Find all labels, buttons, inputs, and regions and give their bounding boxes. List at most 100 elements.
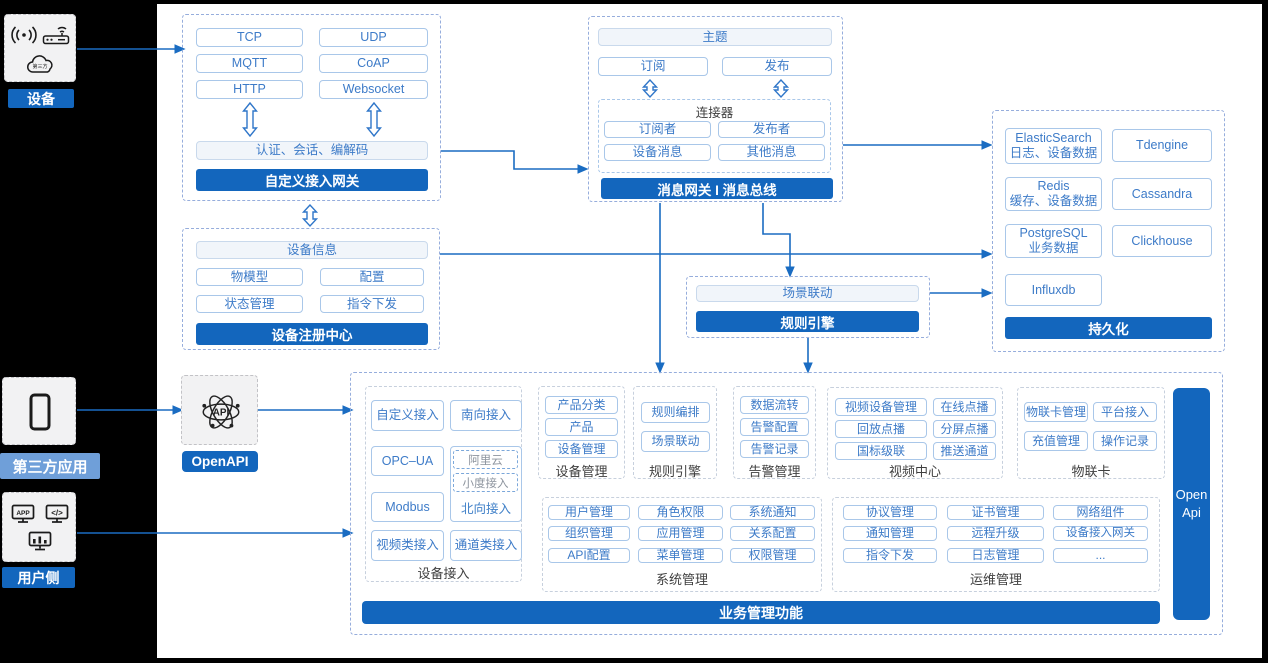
feature-chip: 规则编排 — [641, 402, 710, 423]
ops-mgmt-section-title: 运维管理 — [969, 572, 1022, 587]
publish-label: 发布 — [764, 59, 790, 73]
feature-label: 设备接入网关 — [1066, 526, 1135, 539]
north-access-sub-label: 小度接入 — [462, 477, 509, 490]
feature-chip: 充值管理 — [1024, 431, 1088, 451]
feature-label: 用户管理 — [564, 505, 613, 520]
router-icon — [42, 26, 70, 45]
wireless-signal-icon — [11, 26, 37, 44]
access-label: 南向接入 — [460, 408, 511, 422]
subscribe-chip: 订阅 — [598, 57, 708, 76]
feature-chip: 设备接入网关 — [1053, 526, 1148, 541]
north-access-sub-label: 阿里云 — [468, 454, 503, 467]
system-mgmt-section — [542, 497, 822, 592]
publish-chip: 发布 — [722, 57, 832, 76]
business-footer-bar: 业务管理功能 — [362, 601, 1160, 624]
alarm-mgmt-section-label: 告警管理 — [733, 461, 816, 480]
feature-chip: 网络组件 — [1053, 505, 1148, 520]
alarm-mgmt-section-title: 告警管理 — [748, 464, 801, 479]
protocol-label: HTTP — [233, 82, 266, 96]
feature-label: 角色权限 — [656, 505, 705, 520]
device-mgmt-section-title: 设备管理 — [555, 464, 608, 479]
device-rail-label-text: 设备 — [27, 90, 55, 107]
feature-chip: 回放点播 — [835, 420, 927, 438]
feature-label: 告警配置 — [750, 419, 799, 434]
north-access-label: 北向接入 — [450, 498, 522, 517]
feature-label: 国标级联 — [856, 443, 905, 458]
device-info-label: 设备信息 — [286, 242, 337, 257]
user-side-icon-box: APP </> — [2, 492, 76, 562]
rule-engine-header: 规则引擎 — [696, 311, 919, 332]
device-mgmt-section-label: 设备管理 — [538, 461, 625, 480]
feature-chip: 数据流转 — [740, 396, 809, 414]
rule-engine-section-label: 规则引擎 — [633, 461, 717, 480]
datastore-name: Clickhouse — [1131, 233, 1193, 248]
datastore-desc: 日志、设备数据 — [1009, 146, 1098, 160]
code-monitor-icon: </> — [45, 504, 69, 523]
persistence-title: 持久化 — [1088, 322, 1129, 337]
svg-text:APP: APP — [16, 510, 30, 517]
user-side-rail-label: 用户侧 — [2, 567, 75, 588]
business-title: 业务管理功能 — [719, 604, 803, 621]
feature-label: 日志管理 — [971, 548, 1020, 563]
datastore-desc: 业务数据 — [1028, 241, 1079, 255]
connector-item-chip: 设备消息 — [604, 144, 711, 161]
topic-label: 主题 — [702, 29, 728, 44]
datastore-chip: ElasticSearch 日志、设备数据 — [1005, 128, 1102, 164]
api-atom-icon: API — [202, 395, 240, 429]
registry-item-label: 指令下发 — [346, 296, 397, 311]
custom-gateway-box — [182, 14, 441, 201]
device-rail-label: 设备 — [8, 89, 74, 108]
feature-chip: 菜单管理 — [638, 548, 723, 563]
svg-text:API: API — [213, 408, 230, 419]
video-center-section — [827, 387, 1003, 479]
feature-chip: 场景联动 — [641, 431, 710, 452]
open-api-bar-line2: Api — [1182, 505, 1201, 520]
feature-label: 指令下发 — [865, 548, 914, 563]
message-bus-box — [588, 16, 843, 202]
connector-item-label: 订阅者 — [638, 122, 677, 136]
device-access-section-title: 设备接入 — [417, 566, 470, 581]
feature-label: 证书管理 — [971, 505, 1020, 520]
feature-chip: 产品分类 — [545, 396, 618, 414]
datastore-chip: Clickhouse — [1112, 225, 1212, 257]
app-monitor-icon: APP — [11, 504, 35, 523]
feature-chip: 系统通知 — [730, 505, 815, 520]
persistence-box — [992, 110, 1225, 352]
message-bus-title: 消息网关 I 消息总线 — [657, 182, 777, 198]
protocol-label: TCP — [237, 30, 262, 44]
openapi-rail-label-text: OpenAPI — [191, 454, 249, 469]
device-registry-title: 设备注册中心 — [271, 328, 353, 343]
protocol-chip: MQTT — [196, 54, 303, 73]
feature-label: 在线点播 — [940, 399, 989, 414]
datastore-name: Cassandra — [1131, 186, 1193, 201]
registry-item-chip: 状态管理 — [196, 295, 303, 313]
device-mgmt-section — [538, 386, 625, 479]
datastore-desc: 缓存、设备数据 — [1009, 194, 1098, 208]
feature-chip: 设备管理 — [545, 440, 618, 458]
protocol-chip: CoAP — [319, 54, 428, 73]
access-chip: 通道类接入 — [450, 530, 522, 561]
feature-label: 视频设备管理 — [844, 399, 917, 414]
feature-label: 系统通知 — [748, 505, 797, 520]
registry-item-label: 配置 — [359, 269, 385, 284]
iot-card-section-label: 物联卡 — [1017, 461, 1165, 480]
feature-label: 操作记录 — [1100, 433, 1149, 448]
connector-item-label: 设备消息 — [632, 145, 683, 159]
feature-label: 通知管理 — [865, 526, 914, 541]
datastore-chip: PostgreSQL 业务数据 — [1005, 224, 1102, 258]
svg-text:</>: </> — [51, 509, 63, 518]
feature-label: API配置 — [567, 548, 611, 563]
svg-text:第三方: 第三方 — [32, 63, 47, 70]
feature-label: 网络组件 — [1076, 505, 1125, 520]
subscribe-label: 订阅 — [640, 59, 666, 73]
feature-chip: 分屏点播 — [933, 420, 996, 438]
datastore-chip: Cassandra — [1112, 178, 1212, 210]
feature-chip: 组织管理 — [548, 526, 630, 541]
feature-chip: 物联卡管理 — [1024, 402, 1088, 422]
feature-chip: 远程升级 — [947, 526, 1044, 541]
message-bus-header: 消息网关 I 消息总线 — [601, 178, 833, 199]
feature-chip: 告警记录 — [740, 440, 809, 458]
access-label: 通道类接入 — [454, 538, 518, 552]
feature-chip: 指令下发 — [843, 548, 937, 563]
